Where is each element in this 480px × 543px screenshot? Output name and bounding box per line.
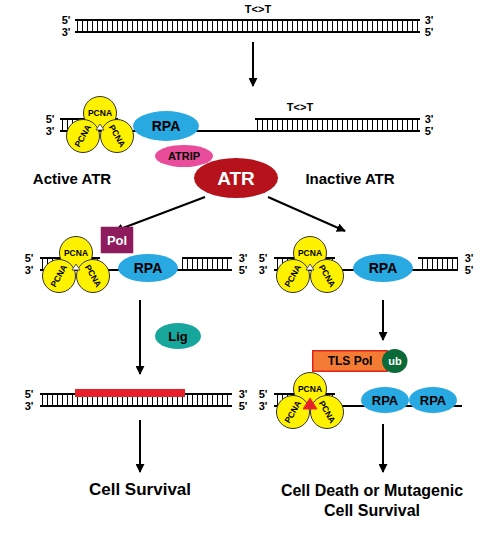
strand-end: 5' xyxy=(239,401,248,412)
oval-fill xyxy=(361,387,409,413)
atr-oval: ATR xyxy=(194,158,278,198)
strand-end: 3' xyxy=(62,27,71,38)
strand-end: 3' xyxy=(425,15,434,26)
rpa-oval: RPA xyxy=(361,387,409,413)
pcna-subunit xyxy=(311,260,344,293)
protein-name: RPA xyxy=(134,261,163,275)
protein-name: ub xyxy=(388,356,401,367)
strand-end: 3' xyxy=(46,126,55,137)
rpa-oval: RPA xyxy=(133,111,199,141)
strand-end: 5' xyxy=(62,15,71,26)
outcome-label: Cell Survival xyxy=(89,481,191,498)
pcna-subunit xyxy=(277,260,310,293)
strand-end: 3' xyxy=(465,253,474,264)
protein-name: TLS Pol xyxy=(328,355,373,367)
strand-end: 5' xyxy=(25,253,34,264)
pcna-subunit xyxy=(77,260,110,293)
oval-fill xyxy=(353,254,413,282)
tls-polymerase-box: TLS Pol xyxy=(312,350,388,372)
pcna-subunit xyxy=(277,396,310,429)
polymerase-box: Pol xyxy=(100,226,134,254)
pcna-trimer: PCNAPCNAPCNA xyxy=(278,372,342,430)
rpa-oval: RPA xyxy=(409,387,457,413)
lesion-label: T<>T xyxy=(245,4,271,15)
box-fill xyxy=(313,351,388,372)
protein-name: PCNA xyxy=(298,249,322,258)
strand-end: 5' xyxy=(239,265,248,276)
strand-end: 5' xyxy=(465,265,474,276)
protein-name: RPA xyxy=(369,261,398,275)
outcome-label: Cell Death or Mutagenic Cell Survival xyxy=(272,481,472,521)
pcna-trimer: PCNAPCNAPCNA xyxy=(278,236,342,294)
protein-name: ATR xyxy=(217,169,255,188)
strand-end: 5' xyxy=(25,389,34,400)
oval-fill xyxy=(155,145,213,167)
strand-end: 5' xyxy=(259,253,268,264)
protein-name: Lig xyxy=(168,330,188,343)
oval-fill xyxy=(118,254,178,282)
strand-end: 5' xyxy=(425,126,434,137)
pcna-trimer: PCNAPCNAPCNA xyxy=(68,96,132,154)
dna-strands xyxy=(40,20,462,406)
rpa-oval: RPA xyxy=(118,254,178,282)
oval-fill xyxy=(382,349,407,373)
protein-name: Pol xyxy=(107,234,127,247)
oval-fill xyxy=(194,158,278,198)
protein-name: PCNA xyxy=(298,385,322,394)
protein-name: PCNA xyxy=(88,109,112,118)
step-arrows xyxy=(115,42,383,472)
strand-end: 5' xyxy=(46,114,55,125)
branch-label: Active ATR xyxy=(33,171,111,186)
strand-end: 3' xyxy=(259,401,268,412)
pcna-subunit xyxy=(43,260,76,293)
strand-end: 3' xyxy=(425,114,434,125)
strand-end: 3' xyxy=(25,401,34,412)
ring-center xyxy=(72,264,80,270)
pcna-subunit xyxy=(67,120,100,153)
lesion-triangle xyxy=(303,398,317,409)
ubiquitin-circle: ub xyxy=(382,349,407,373)
pcna-subunit xyxy=(101,120,134,153)
strand-end: 5' xyxy=(259,389,268,400)
strand-end: 3' xyxy=(239,253,248,264)
rpa-oval: RPA xyxy=(353,254,413,282)
strand-end: 3' xyxy=(239,389,248,400)
atrip-oval: ATRIP xyxy=(155,145,213,167)
pcna-subunit xyxy=(311,396,344,429)
protein-name: RPA xyxy=(152,119,181,133)
branch-label: Inactive ATR xyxy=(305,171,394,186)
ligase-oval: Lig xyxy=(155,323,201,349)
oval-fill xyxy=(133,111,199,141)
protein-name: PCNA xyxy=(64,249,88,258)
strand-end: 3' xyxy=(259,265,268,276)
repaired-patch xyxy=(75,389,185,397)
oval-fill xyxy=(155,323,201,349)
oval-fill xyxy=(409,387,457,413)
strand-end: 3' xyxy=(25,265,34,276)
pcna-trimer: PCNAPCNAPCNA xyxy=(44,236,108,294)
protein-name: ATRIP xyxy=(168,151,200,162)
strand-end: 5' xyxy=(425,27,434,38)
box-fill xyxy=(101,227,134,254)
ring-center xyxy=(306,264,314,270)
lesion-label: T<>T xyxy=(287,102,313,113)
ring-center xyxy=(96,124,104,130)
protein-name: RPA xyxy=(420,394,446,407)
protein-name: RPA xyxy=(372,394,398,407)
